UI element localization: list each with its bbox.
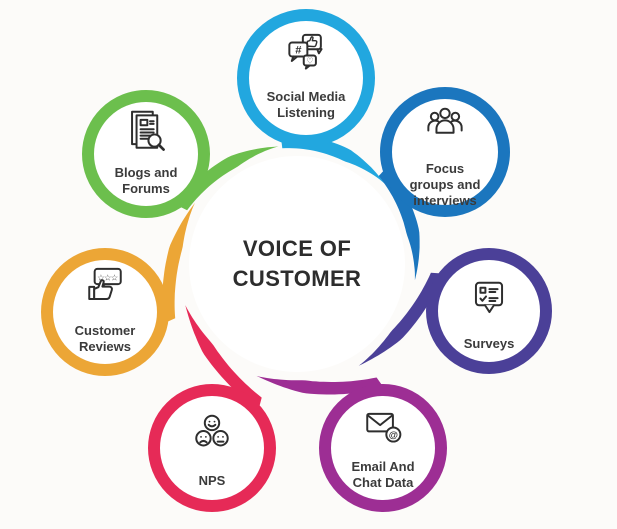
node-label-social-media-listening: Social Media Listening xyxy=(266,89,346,120)
email-chat-icon xyxy=(356,399,410,453)
blogs-forums-icon-art xyxy=(132,112,164,150)
nps-icon-art xyxy=(196,416,228,446)
surveys-tail xyxy=(358,272,444,366)
email-chat-icon-art xyxy=(367,414,400,442)
center-circle xyxy=(189,156,405,372)
email-chat-data-tail xyxy=(256,375,385,395)
customer-reviews-icon-art xyxy=(89,269,121,299)
node-label-customer-reviews: Customer Reviews xyxy=(74,323,136,354)
surveys-icon xyxy=(462,272,516,326)
email-chat-data-ring xyxy=(319,384,447,512)
node-label-email-chat-data: Email And Chat Data xyxy=(351,459,415,490)
node-label-surveys: Surveys xyxy=(463,336,515,351)
focus-groups-icon xyxy=(418,99,472,153)
focus-groups-interviews-ring xyxy=(380,87,510,217)
node-label-focus-groups-interviews: Focus groups and interviews xyxy=(409,161,481,208)
surveys-icon-art xyxy=(476,283,502,312)
nps-ring xyxy=(148,384,276,512)
social-media-listening-tail xyxy=(280,135,386,184)
social-media-listening-ring xyxy=(237,9,375,147)
social-media-icon xyxy=(279,29,333,83)
node-label-blogs-forums: Blogs and Forums xyxy=(114,165,178,196)
customer-reviews-icon xyxy=(78,263,132,317)
nps-tail xyxy=(185,305,262,411)
social-media-icon-art xyxy=(289,35,321,69)
nps-icon xyxy=(185,409,239,463)
focus-groups-icon-art xyxy=(428,109,461,133)
node-label-nps: NPS xyxy=(198,473,226,488)
customer-reviews-ring xyxy=(41,248,169,376)
center-title: VOICE OF CUSTOMER xyxy=(232,236,362,291)
blogs-forums-icon xyxy=(119,105,173,159)
blogs-forums-ring xyxy=(82,90,210,218)
customer-reviews-tail xyxy=(162,202,195,324)
